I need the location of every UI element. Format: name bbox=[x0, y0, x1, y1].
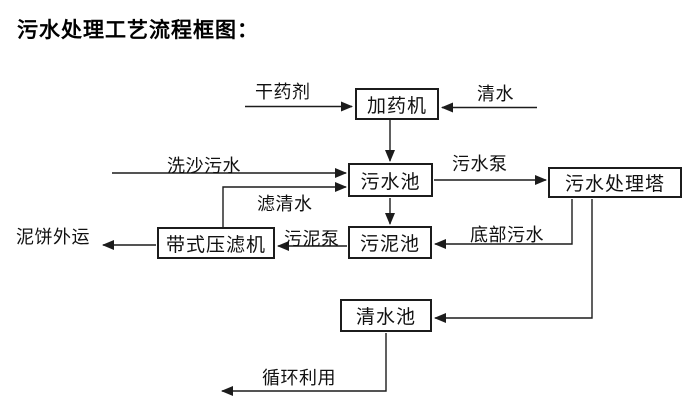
node-treatment-tower: 污水处理塔 bbox=[548, 167, 682, 198]
arrow-filtered-water-to-sewage-pool bbox=[222, 182, 347, 227]
node-clean-water-pool: 清水池 bbox=[340, 299, 432, 332]
label-filtered-water: 滤清水 bbox=[257, 194, 313, 214]
label-clean-water: 清水 bbox=[477, 84, 514, 104]
node-sewage-pool: 污水池 bbox=[348, 163, 433, 197]
node-dosing-machine: 加药机 bbox=[355, 88, 439, 120]
arrow-clean-water-pool-to-recycle bbox=[221, 333, 387, 396]
label-bottom-sewage: 底部污水 bbox=[470, 225, 544, 245]
label-sludge-pump: 污泥泵 bbox=[284, 229, 340, 249]
label-mud-cake-out: 泥饼外运 bbox=[16, 227, 90, 247]
label-sand-washing-sewage: 洗沙污水 bbox=[167, 156, 241, 176]
diagram-title: 污水处理工艺流程框图： bbox=[17, 18, 259, 42]
node-sludge-pool: 污泥池 bbox=[348, 226, 432, 259]
arrow-bottom-sewage-to-sludge-pool bbox=[434, 199, 573, 249]
arrow-treatment-tower-to-clean-water-pool bbox=[434, 199, 593, 323]
node-belt-filter-press: 带式压滤机 bbox=[157, 227, 275, 259]
label-sewage-pump: 污水泵 bbox=[452, 154, 508, 174]
label-recycle: 循环利用 bbox=[262, 368, 336, 388]
label-dry-chemical: 干药剂 bbox=[255, 82, 311, 102]
